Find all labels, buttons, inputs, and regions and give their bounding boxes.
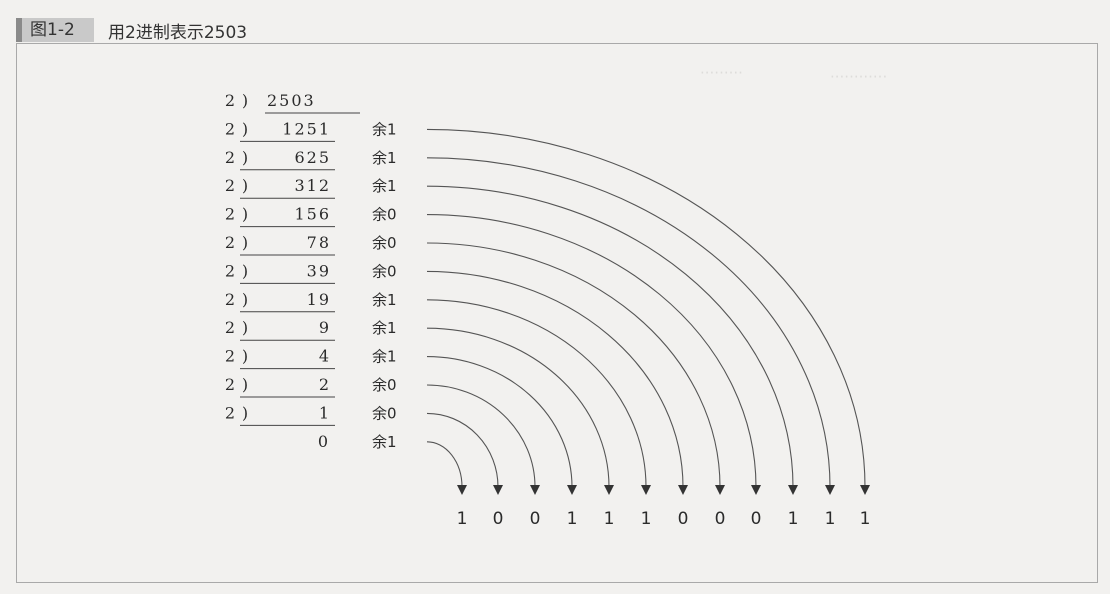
remainder-arc-11: [426, 441, 463, 488]
result-bit-9: 1: [788, 509, 799, 529]
divisor-2: 2: [225, 148, 235, 167]
dividend-3: 312: [294, 176, 331, 195]
bracket-11: ): [242, 403, 248, 422]
result-bit-2: 0: [530, 509, 541, 529]
remainder-11: 余1: [372, 433, 397, 451]
arrow-head-6: [678, 485, 688, 495]
divisor-11: 2: [225, 403, 235, 422]
bracket-3: ): [242, 176, 248, 195]
remainder-6: 余1: [372, 291, 397, 309]
bracket-7: ): [242, 290, 248, 309]
figure-frame: [16, 43, 1098, 583]
dividend-9: 4: [319, 347, 331, 366]
remainder-arc-3: [426, 214, 757, 488]
result-bit-3: 1: [567, 509, 578, 529]
result-bit-11: 1: [860, 509, 871, 529]
bracket-10: ): [242, 375, 248, 394]
divisor-6: 2: [225, 261, 235, 280]
result-bit-4: 1: [604, 509, 615, 529]
figure-number: 图1-2: [22, 18, 94, 42]
divisor-10: 2: [225, 375, 235, 394]
remainder-0: 余1: [372, 120, 397, 138]
arrow-head-5: [641, 485, 651, 495]
arrow-head-3: [567, 485, 577, 495]
result-bit-0: 1: [457, 509, 468, 529]
divisor-4: 2: [225, 205, 235, 224]
divisor-3: 2: [225, 176, 235, 195]
remainder-arc-7: [426, 327, 610, 488]
divisor-8: 2: [225, 318, 235, 337]
remainder-arc-9: [426, 384, 536, 488]
remainder-4: 余0: [372, 234, 397, 252]
remainder-arc-4: [426, 242, 721, 488]
divisor-9: 2: [225, 347, 235, 366]
result-bit-5: 1: [641, 509, 652, 529]
dividend-5: 78: [307, 233, 331, 252]
bracket-2: ): [242, 148, 248, 167]
arrow-head-7: [715, 485, 725, 495]
remainder-arc-5: [426, 270, 684, 488]
remainder-5: 余0: [372, 262, 397, 280]
result-bit-7: 0: [715, 509, 726, 529]
figure-title: 用2进制表示2503: [108, 22, 248, 43]
remainder-arc-1: [426, 157, 831, 488]
dividend-2: 625: [294, 148, 331, 167]
remainder-1: 余1: [372, 149, 397, 167]
dividend-11: 1: [319, 403, 331, 422]
arrow-head-10: [825, 485, 835, 495]
bracket-1: ): [242, 119, 248, 138]
arrow-head-0: [457, 485, 467, 495]
result-bit-8: 0: [751, 509, 762, 529]
final-quotient: 0: [318, 432, 328, 451]
bracket-8: ): [242, 318, 248, 337]
remainder-arc-2: [426, 185, 794, 488]
bracket-4: ): [242, 205, 248, 224]
divisor-5: 2: [225, 233, 235, 252]
divisor-0: 2: [225, 91, 235, 110]
figure-header: 图1-2 用2进制表示2503: [16, 18, 248, 43]
arrow-head-1: [493, 485, 503, 495]
arrow-head-8: [751, 485, 761, 495]
result-bit-10: 1: [825, 509, 836, 529]
remainder-arc-8: [426, 356, 573, 488]
remainder-3: 余0: [372, 206, 397, 224]
remainder-2: 余1: [372, 177, 397, 195]
remainder-9: 余0: [372, 376, 397, 394]
remainder-10: 余0: [372, 404, 397, 422]
divisor-7: 2: [225, 290, 235, 309]
bracket-6: ): [242, 261, 248, 280]
dividend-4: 156: [294, 205, 331, 224]
remainder-7: 余1: [372, 319, 397, 337]
arrow-head-2: [530, 485, 540, 495]
dividend-7: 19: [307, 290, 331, 309]
divisor-1: 2: [225, 119, 235, 138]
remainder-arc-0: [426, 128, 866, 488]
arrow-head-9: [788, 485, 798, 495]
remainder-arc-10: [426, 412, 499, 488]
dividend-1: 1251: [282, 119, 331, 138]
dividend-6: 39: [307, 261, 331, 280]
remainder-8: 余1: [372, 348, 397, 366]
bracket-0: ): [242, 91, 248, 110]
bracket-5: ): [242, 233, 248, 252]
figure-marker: [16, 18, 22, 42]
dividend-10: 2: [319, 375, 331, 394]
dividend-8: 9: [319, 318, 331, 337]
result-bit-1: 0: [493, 509, 504, 529]
bracket-9: ): [242, 347, 248, 366]
result-bit-6: 0: [678, 509, 689, 529]
arrow-head-11: [860, 485, 870, 495]
remainder-arc-6: [426, 299, 647, 488]
arrow-head-4: [604, 485, 614, 495]
dividend-0: 2503: [267, 91, 316, 110]
